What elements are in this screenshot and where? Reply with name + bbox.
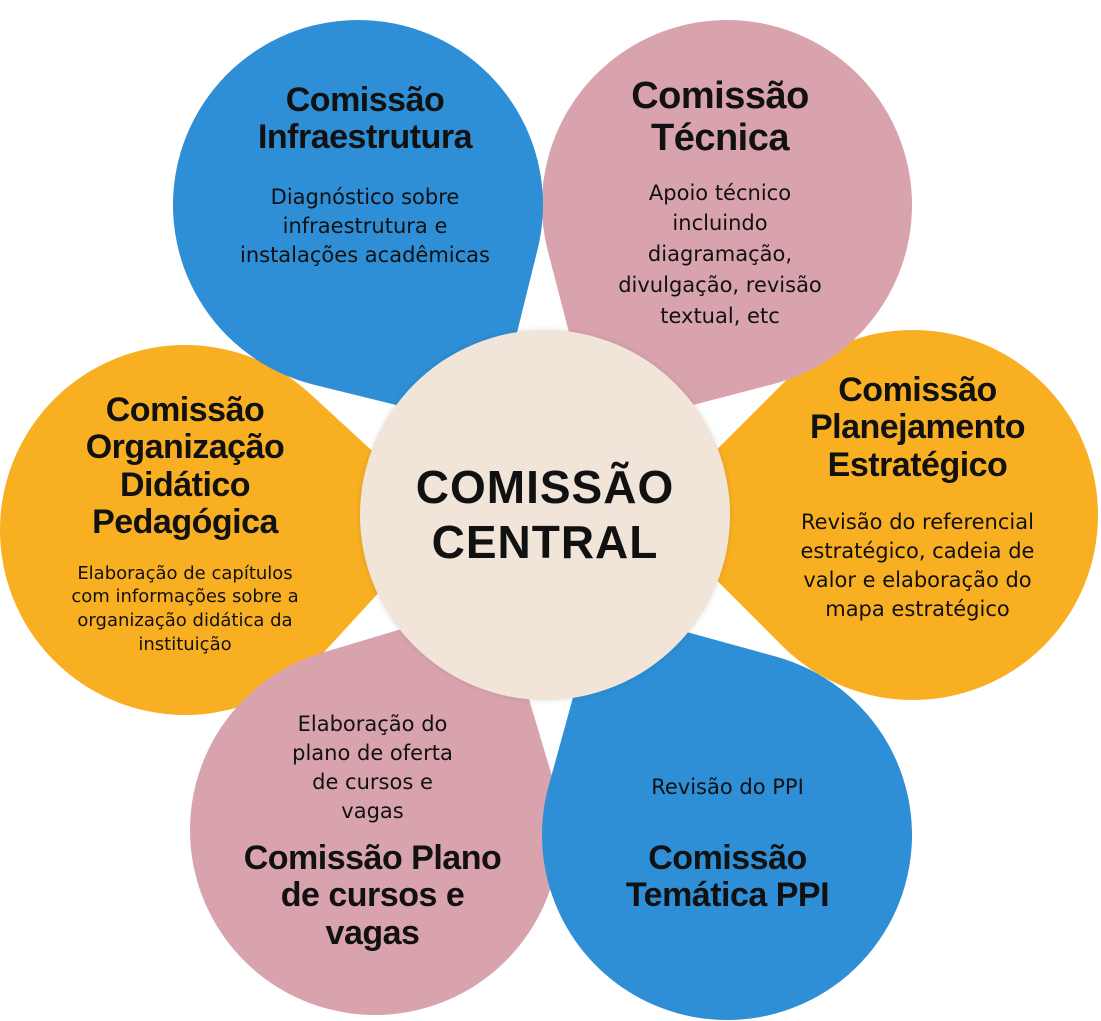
description: Revisão do PPI [651,775,804,799]
desc-line: vagas [341,798,404,823]
description: Elaboração do plano de oferta de cursos … [200,710,545,826]
title: Estratégico [827,445,1008,484]
petal-didatico: Comissão Organização Didático Pedagógica… [10,391,360,657]
petal-infraestrutura: Comissão Infraestrutura Diagnóstico sobr… [180,81,550,270]
desc-line: estratégico, cadeia de [800,539,1035,564]
title: Técnica [650,116,790,159]
description: Diagnóstico sobre infraestrutura e insta… [180,183,550,270]
petal-cursos: Elaboração do plano de oferta de cursos … [200,710,545,952]
description: Revisão do referencial estratégico, cade… [745,508,1090,624]
desc-line: instalações acadêmicas [239,242,490,267]
description: Elaboração de capítulos com informações … [10,562,360,657]
petal-planejamento: Comissão Planejamento Estratégico Revisã… [745,371,1090,624]
title: Didático [119,465,251,504]
center-line2: CENTRAL [431,516,659,568]
petal-ppi: Revisão do PPI Comissão Temática PPI [555,773,900,915]
title: de cursos e [280,876,465,915]
desc-line: Revisão do referencial [801,510,1034,535]
title: Pedagógica [92,503,278,542]
title: vagas [325,913,420,952]
title: Comissão [105,391,265,429]
title: Planejamento [809,408,1026,447]
desc-line: com informações sobre a [71,586,299,608]
title: Organização [85,428,285,467]
title: Comissão Plano [243,838,502,877]
title: Temática PPI [625,876,830,915]
description: Apoio técnico incluindo diagramação, div… [545,178,895,332]
title: Comissão [631,75,809,117]
desc-line: instituição [138,633,232,655]
title: Comissão [648,838,807,877]
center-line1: COMISSÃO [415,460,675,513]
desc-line: Apoio técnico [648,180,792,205]
desc-line: textual, etc [660,304,780,329]
desc-line: divulgação, revisão [618,273,822,298]
title: Comissão [838,371,997,409]
desc-line: plano de oferta [292,740,453,765]
desc-line: incluindo [672,211,768,236]
title: Comissão [285,81,445,119]
desc-line: Elaboração do [297,712,448,736]
desc-line: Elaboração de capítulos [77,562,293,584]
desc-line: de cursos e [312,769,433,794]
desc-line: organização didática da [77,610,293,632]
desc-line: Diagnóstico sobre [270,184,460,209]
title: Infraestrutura [257,118,473,157]
desc-line: valor e elaboração do [803,568,1032,593]
desc-line: mapa estratégico [825,597,1010,622]
desc-line: infraestrutura e [282,213,448,238]
desc-line: diagramação, [647,242,793,267]
petal-tecnica: Comissão Técnica Apoio técnico incluindo… [545,75,895,332]
central-commission: COMISSÃO CENTRAL [360,330,730,700]
